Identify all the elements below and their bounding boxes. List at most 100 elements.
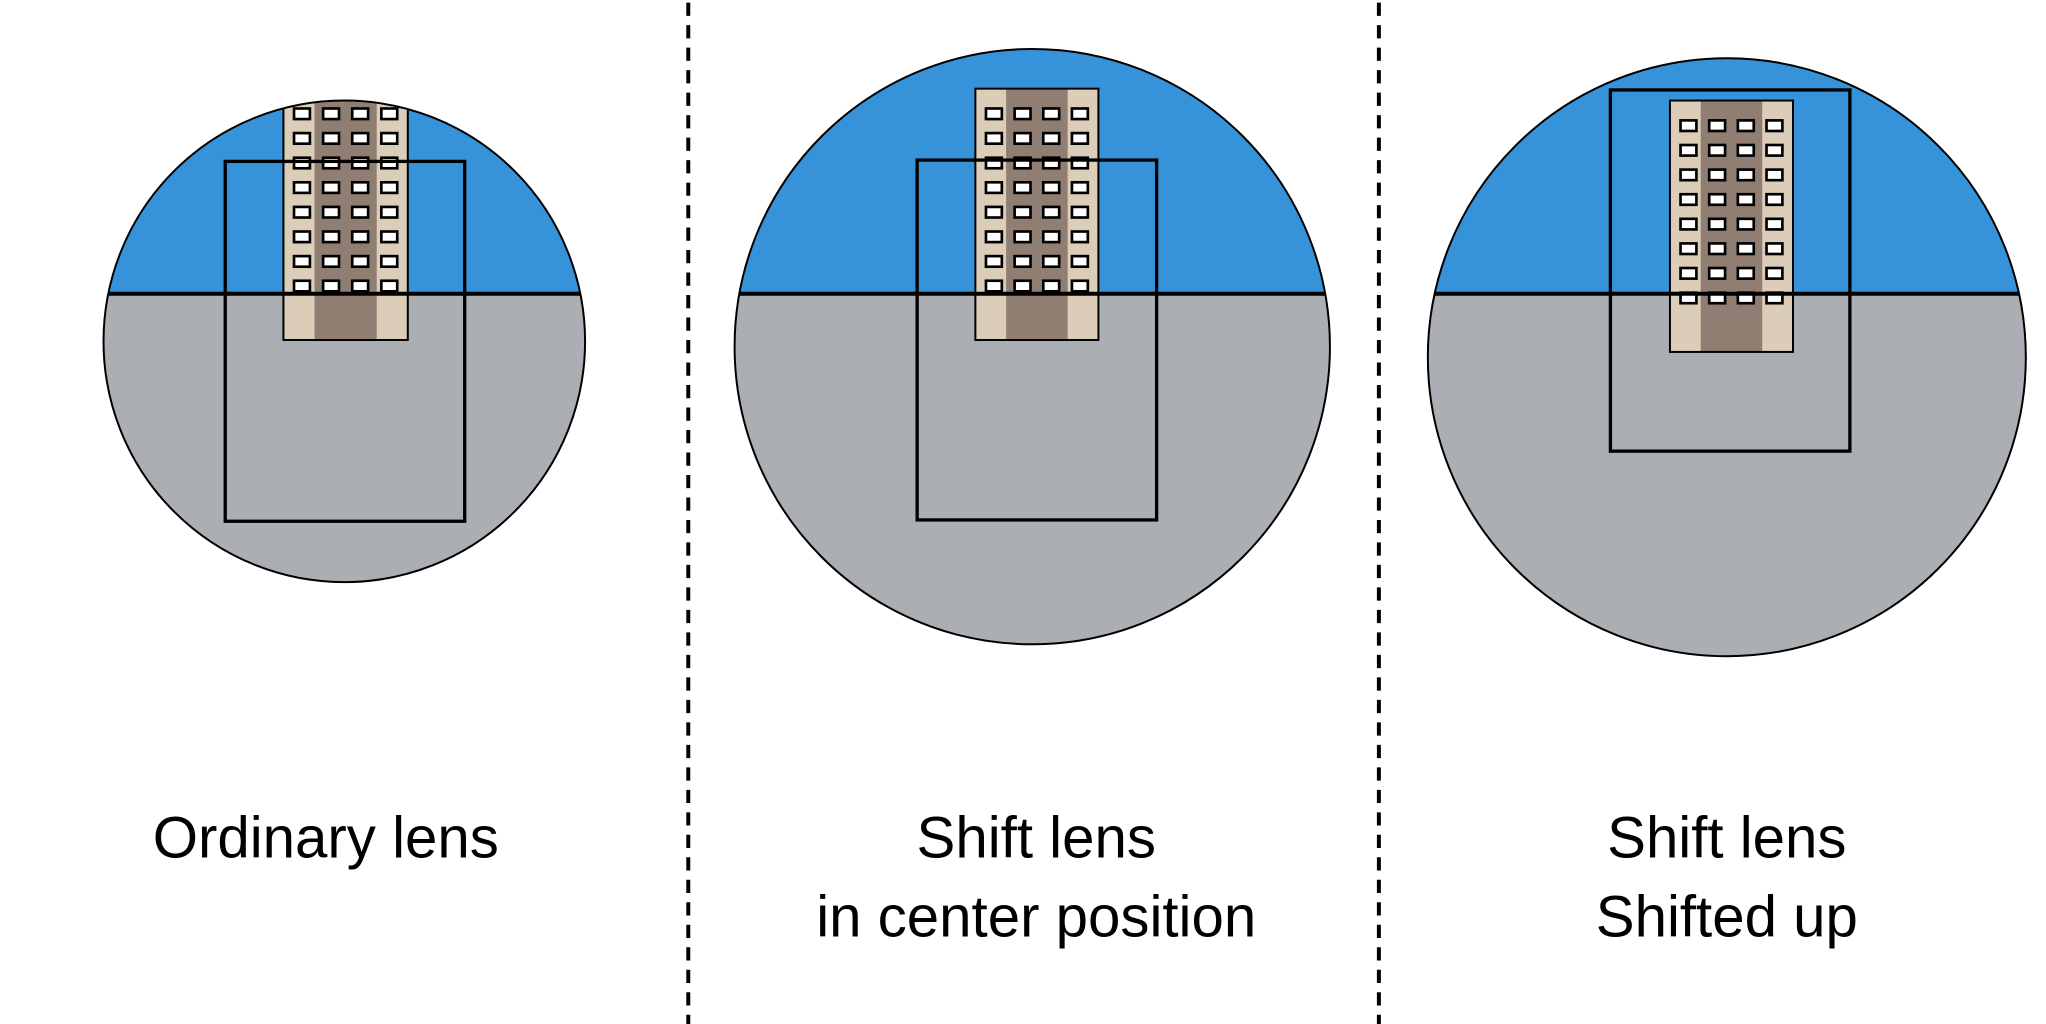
building-window xyxy=(1736,242,1756,256)
building-window xyxy=(1013,107,1032,121)
building-window xyxy=(321,180,341,195)
sensor-frame xyxy=(223,159,467,523)
building-window xyxy=(380,254,399,269)
lens-image-circle xyxy=(734,48,1330,645)
building-window xyxy=(1070,131,1090,146)
building-window xyxy=(350,131,370,146)
ground xyxy=(734,293,1330,645)
building-window xyxy=(1070,230,1090,244)
caption-shift-lens-up-line2: Shifted up xyxy=(1596,885,1858,950)
building-window xyxy=(1707,217,1727,231)
building-window xyxy=(1041,279,1061,293)
building-window xyxy=(1765,119,1784,133)
building-window xyxy=(1765,242,1784,256)
building-window xyxy=(380,107,399,121)
building-window xyxy=(321,205,341,219)
building-window xyxy=(321,254,341,269)
building-window xyxy=(1707,168,1727,182)
building-window xyxy=(1707,192,1727,207)
building-window xyxy=(1070,279,1090,293)
building-window xyxy=(1041,230,1061,244)
building-window xyxy=(1736,266,1756,280)
building-window xyxy=(292,205,312,219)
building-window xyxy=(1707,266,1727,280)
building-window xyxy=(1765,192,1784,207)
caption-shift-lens-up-line1: Shift lens xyxy=(1607,805,1846,870)
building-window xyxy=(1679,143,1698,157)
building-window xyxy=(1736,168,1756,182)
panel-shift-lens-shifted-up xyxy=(1426,57,2027,658)
building-window xyxy=(1013,254,1032,269)
sensor-frame xyxy=(915,158,1159,522)
image-circle-outline xyxy=(102,99,587,584)
building-window xyxy=(1013,180,1032,195)
building-window xyxy=(380,131,399,146)
building-outline xyxy=(282,100,409,342)
building-window xyxy=(1736,143,1756,157)
building-window xyxy=(1679,242,1698,256)
building-window xyxy=(292,107,312,121)
building-window xyxy=(350,230,370,244)
building-window xyxy=(350,180,370,195)
building-window xyxy=(984,205,1004,219)
building-icon xyxy=(974,87,1100,342)
building-icon xyxy=(1668,99,1794,353)
building-window xyxy=(1013,156,1032,170)
lens-image-circle xyxy=(1427,58,2026,657)
building-window xyxy=(1679,217,1698,231)
building-window xyxy=(1707,119,1727,133)
building-window xyxy=(984,279,1004,293)
image-circle-outline xyxy=(733,47,1331,646)
building-window xyxy=(380,230,399,244)
building-window xyxy=(321,131,341,146)
building-window xyxy=(1070,107,1090,121)
image-circle-outline xyxy=(1426,57,2027,658)
building-window xyxy=(350,254,370,269)
building-window xyxy=(1707,242,1727,256)
building-window xyxy=(1765,168,1784,182)
building-window xyxy=(1736,192,1756,207)
building-window xyxy=(1679,266,1698,280)
building-window xyxy=(292,180,312,195)
building-window xyxy=(984,107,1004,121)
building-window xyxy=(984,180,1004,195)
panel-ordinary-lens xyxy=(102,99,587,584)
building-window xyxy=(1070,180,1090,195)
building-window xyxy=(350,107,370,121)
building-window xyxy=(1765,217,1784,231)
caption-shift-lens-center-line1: Shift lens xyxy=(917,805,1156,870)
caption-shift-lens-center-line2: in center position xyxy=(816,885,1256,950)
building-window xyxy=(1679,168,1698,182)
building-window xyxy=(1041,205,1061,219)
building-outline xyxy=(1668,99,1794,353)
building-window xyxy=(292,254,312,269)
building-window xyxy=(321,107,341,121)
building-window xyxy=(292,131,312,146)
building-window xyxy=(984,254,1004,269)
building-window xyxy=(1765,143,1784,157)
building-window xyxy=(292,279,312,293)
building-window xyxy=(321,230,341,244)
building-window xyxy=(350,279,370,293)
building-window xyxy=(1041,180,1061,195)
panel-shift-lens-center xyxy=(733,47,1331,646)
lens-image-circle xyxy=(103,100,586,583)
building-window xyxy=(1013,131,1032,146)
building-window xyxy=(1679,192,1698,207)
building-window xyxy=(1013,230,1032,244)
building-icon xyxy=(282,100,409,342)
building-window xyxy=(1070,156,1090,170)
building-window xyxy=(380,180,399,195)
building-window xyxy=(984,131,1004,146)
building-window xyxy=(1070,254,1090,269)
building-window xyxy=(1013,279,1032,293)
building-window xyxy=(1765,266,1784,280)
building-window xyxy=(984,156,1004,170)
building-window xyxy=(1013,205,1032,219)
sensor-frame xyxy=(1608,88,1852,453)
building-window xyxy=(1041,156,1061,170)
building-window xyxy=(1070,205,1090,219)
building-window xyxy=(1041,254,1061,269)
caption-ordinary-lens: Ordinary lens xyxy=(153,805,499,870)
